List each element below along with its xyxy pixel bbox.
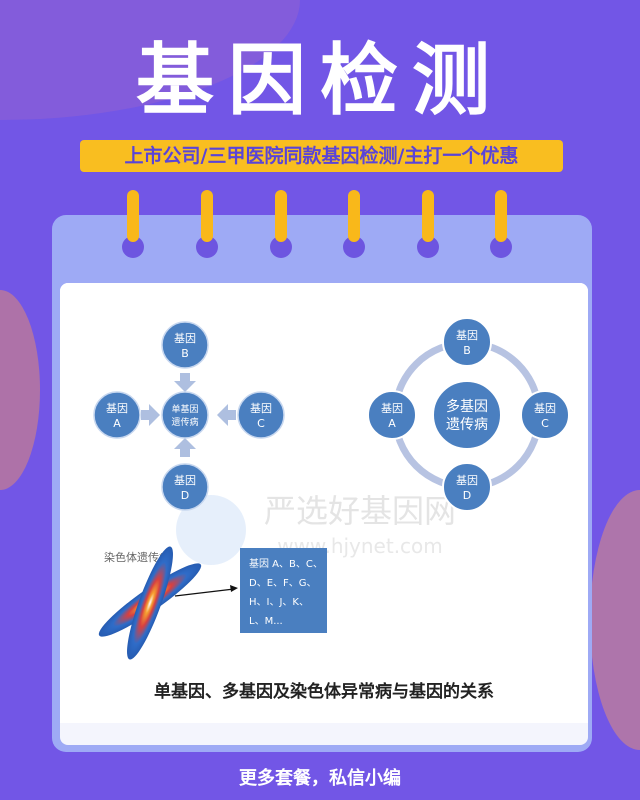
- node-label: 基因: [456, 474, 478, 487]
- arrows: [141, 373, 236, 457]
- binder-ring: [201, 190, 213, 242]
- gene-list-line: 基因 A、B、C、: [249, 557, 323, 570]
- binder-ring: [422, 190, 434, 242]
- diagram-caption: 单基因、多基因及染色体异常病与基因的关系: [154, 681, 494, 702]
- pointer-arrow: [174, 588, 235, 597]
- promo-banner: 上市公司/三甲医院同款基因检测/主打一个优惠: [80, 140, 563, 172]
- multi-gene-center: [432, 380, 502, 450]
- node-label: A: [388, 417, 396, 430]
- ring-hole: [196, 236, 218, 258]
- node-label: B: [463, 344, 471, 357]
- ring-hole: [270, 236, 292, 258]
- gene-list-line: D、E、F、G、: [249, 578, 317, 589]
- gene-node-c: [520, 390, 570, 440]
- arrowhead-icon: [230, 585, 238, 592]
- ring-hole: [122, 236, 144, 258]
- gene-diagram: 严选好基因网 www.hjynet.com 基因B 基因A 基因C 基因D 单基…: [60, 283, 588, 723]
- binder-ring: [495, 190, 507, 242]
- node-label: 基因: [381, 402, 403, 415]
- footer-text: 更多套餐，私信小编: [239, 768, 401, 789]
- node-label: 基因: [534, 402, 556, 415]
- watermark-text: 严选好基因网: [264, 492, 456, 530]
- node-label: D: [181, 489, 189, 502]
- node-label: C: [541, 417, 549, 430]
- gene-node-a: [93, 391, 141, 439]
- binder-ring: [348, 190, 360, 242]
- gene-list-line: H、I、J、K、: [249, 597, 309, 608]
- node-label: 基因: [456, 329, 478, 342]
- ring-hole: [490, 236, 512, 258]
- center-label: 遗传病: [446, 417, 488, 433]
- gene-node-d: [442, 462, 492, 512]
- node-label: C: [257, 417, 265, 430]
- center-label: 多基因: [446, 398, 488, 415]
- node-label: B: [181, 347, 189, 360]
- chromosome-label: 染色体遗传病: [104, 550, 170, 564]
- node-label: 基因: [106, 402, 128, 415]
- ring-hole: [417, 236, 439, 258]
- binder-ring: [127, 190, 139, 242]
- center-label: 遗传病: [171, 416, 198, 428]
- gene-node-d: [161, 463, 209, 511]
- node-label: D: [463, 489, 471, 502]
- ring-hole: [343, 236, 365, 258]
- gene-node-c: [237, 391, 285, 439]
- node-label: A: [113, 417, 121, 430]
- gene-node-a: [367, 390, 417, 440]
- decor-blob: [0, 290, 40, 490]
- watermark-logo: [176, 495, 246, 565]
- chromosome-image: [98, 546, 202, 660]
- gene-list-box: [240, 548, 327, 633]
- node-label: 基因: [174, 474, 196, 487]
- gene-node-b: [442, 317, 492, 367]
- gene-node-b: [161, 321, 209, 369]
- node-label: 基因: [174, 332, 196, 345]
- decor-blob: [590, 490, 640, 750]
- gene-list-line: L、M...: [249, 616, 283, 627]
- node-label: 基因: [250, 402, 272, 415]
- single-gene-center: [161, 391, 209, 439]
- center-label: 单基因: [171, 403, 198, 415]
- binder-ring: [275, 190, 287, 242]
- page-title: 基因检测: [135, 36, 504, 126]
